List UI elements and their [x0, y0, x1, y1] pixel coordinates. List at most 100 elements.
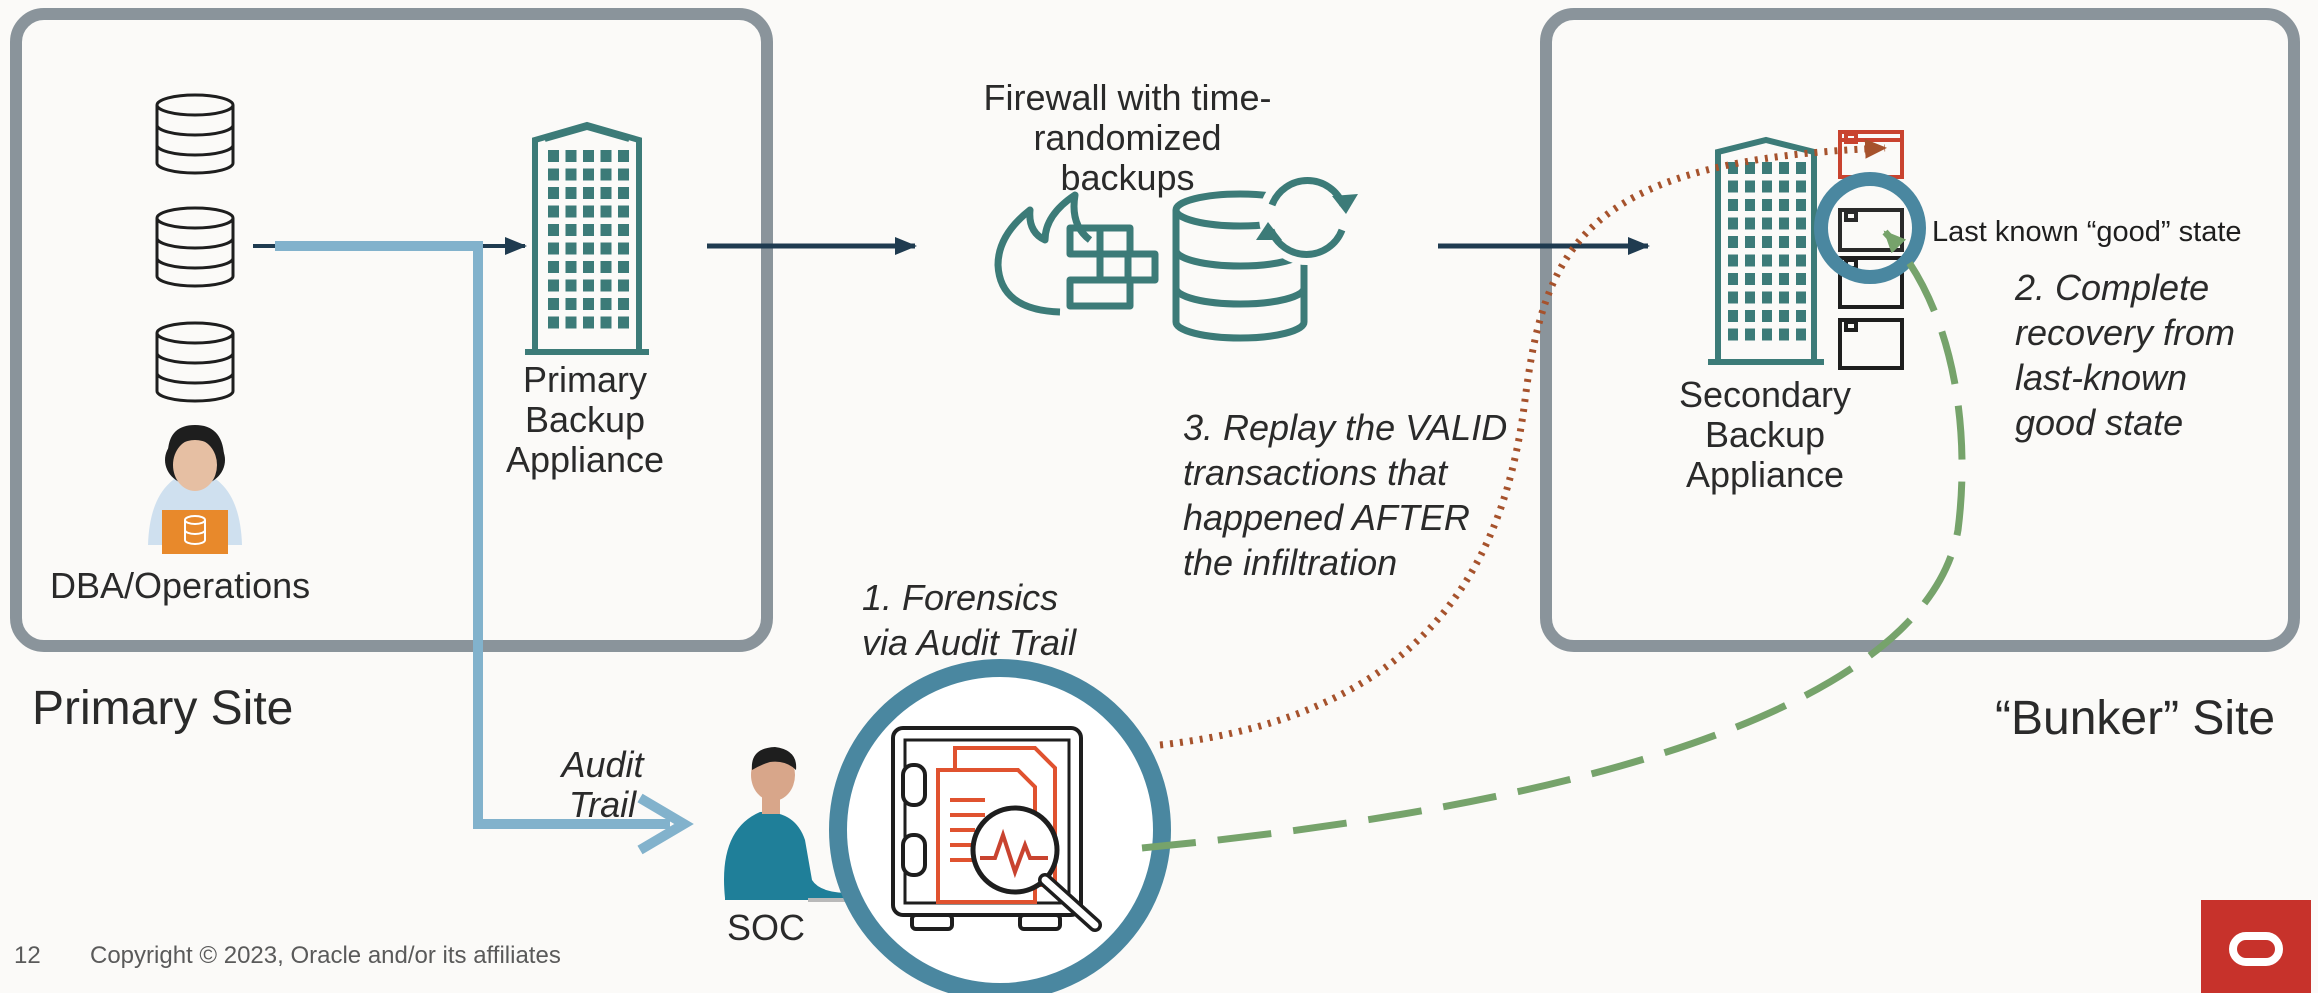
copyright-text: Copyright © 2023, Oracle and/or its affi… — [90, 942, 561, 969]
building-window — [618, 205, 629, 218]
primary-site-frame — [10, 8, 773, 652]
forensics-annotation: 1. Forensics via Audit Trail — [862, 575, 1182, 665]
primary-site-label: Primary Site — [32, 682, 294, 735]
building-window — [583, 261, 594, 273]
building-window — [565, 224, 577, 236]
building-window — [1796, 291, 1806, 304]
annotation-line: 1. Forensics — [862, 577, 1059, 618]
building-window — [600, 150, 612, 162]
bunker-site-frame — [1540, 8, 2300, 652]
building-window — [600, 298, 612, 310]
building-window — [1728, 273, 1738, 285]
building-window — [600, 279, 612, 292]
annotation-line: Audit — [561, 744, 644, 785]
replay-annotation: 3. Replay the VALID transactions that ha… — [1183, 405, 1543, 585]
building-window — [1762, 273, 1772, 285]
building-window — [583, 298, 594, 310]
building-window — [565, 279, 577, 292]
building-window — [583, 224, 594, 236]
building-window — [1796, 328, 1806, 341]
building-window — [618, 279, 629, 292]
building-window — [1762, 236, 1772, 248]
complete-recovery-annotation: 2. Complete recovery from last-known goo… — [2015, 265, 2275, 445]
building-window — [1728, 162, 1738, 174]
dba-operations-label: DBA/Operations — [50, 565, 311, 606]
backup-file-compromised-icon — [1838, 130, 1904, 179]
building-window — [1796, 199, 1806, 211]
building-window — [583, 242, 594, 255]
label-line: Secondary — [1678, 374, 1852, 415]
building-window — [1728, 180, 1738, 193]
building-window — [618, 224, 629, 236]
building-window — [618, 316, 629, 329]
database-icon — [155, 206, 235, 288]
building-window — [1796, 162, 1806, 174]
building-window — [548, 224, 559, 236]
building-window — [1779, 328, 1789, 341]
building-window — [548, 316, 559, 329]
annotation-line: happened AFTER — [1183, 497, 1470, 538]
firewall-label: Firewall with time- randomized backups — [950, 78, 1305, 198]
building-window — [600, 224, 612, 236]
annotation-line: via Audit Trail — [862, 622, 1077, 663]
building-window — [1728, 254, 1738, 267]
building-window — [583, 150, 594, 162]
building-window — [548, 298, 559, 310]
building-window — [1779, 291, 1789, 304]
building-window — [1762, 328, 1772, 341]
annotation-line: 3. Replay the VALID — [1183, 407, 1508, 448]
building-window — [1779, 236, 1789, 248]
building-window — [618, 187, 629, 199]
database-icon — [155, 93, 235, 175]
building-window — [565, 168, 577, 181]
secondary-backup-appliance-icon — [1708, 136, 1824, 365]
page-number: 12 — [14, 942, 41, 969]
refresh-icon — [1256, 169, 1358, 265]
building-window — [1728, 217, 1738, 230]
building-window — [1796, 310, 1806, 322]
dba-person-icon — [148, 425, 242, 554]
building-window — [1762, 310, 1772, 322]
building-window — [1779, 310, 1789, 322]
label-line: Backup — [1704, 414, 1826, 455]
audit-trail-annotation: Audit Trail — [540, 745, 665, 825]
building-window — [1779, 199, 1789, 211]
audit-vault-icon — [891, 726, 1102, 932]
building-window — [1796, 254, 1806, 267]
building-window — [565, 150, 577, 162]
database-icon — [155, 321, 235, 403]
building-window — [1762, 291, 1772, 304]
building-window — [1745, 310, 1755, 322]
building-window — [1762, 162, 1772, 174]
secondary-backup-appliance-label: Secondary Backup Appliance — [1660, 375, 1870, 495]
building-window — [1779, 162, 1789, 174]
soc-label: SOC — [727, 907, 806, 948]
building-window — [618, 261, 629, 273]
building-window — [1745, 291, 1755, 304]
building-window — [565, 205, 577, 218]
primary-backup-appliance-icon — [525, 121, 649, 355]
building-window — [1745, 162, 1755, 174]
building-window — [548, 150, 559, 162]
building-window — [1762, 217, 1772, 230]
building-window — [548, 242, 559, 255]
building-window — [1796, 273, 1806, 285]
building-window — [583, 168, 594, 181]
building-window — [1745, 199, 1755, 211]
building-window — [1745, 180, 1755, 193]
building-window — [583, 279, 594, 292]
firewall-icon — [994, 191, 1159, 316]
building-window — [600, 187, 612, 199]
last-known-good-label: Last known “good” state — [1932, 216, 2242, 248]
building-window — [1728, 291, 1738, 304]
label-line: randomized — [1033, 117, 1222, 158]
building-window — [1728, 310, 1738, 322]
building-window — [600, 205, 612, 218]
building-window — [618, 150, 629, 162]
building-window — [600, 261, 612, 273]
building-window — [1762, 254, 1772, 267]
building-window — [565, 242, 577, 255]
oracle-logo — [2201, 900, 2311, 993]
building-window — [1745, 254, 1755, 267]
